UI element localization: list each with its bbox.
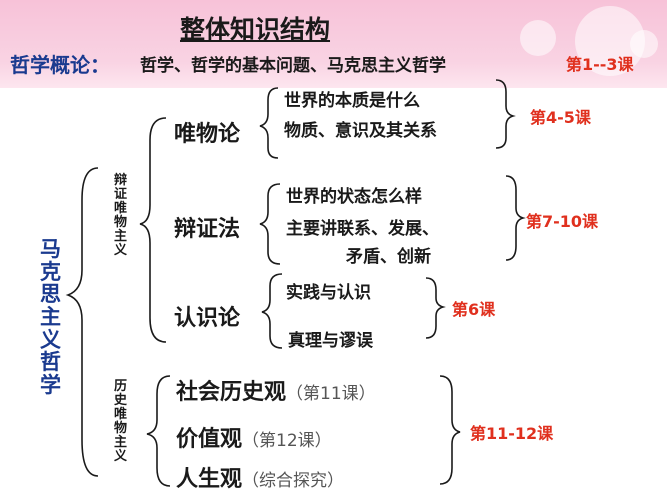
epistemology-items-brace [261,273,283,349]
branch-historical-char: 历 [114,379,128,394]
historical-item-3: 人生观（综合探究） [176,461,344,493]
materialism-item-2: 物质、意识及其关系 [284,121,437,141]
dialectics-item-1: 世界的状态怎么样 [286,187,422,207]
root-label-char: 主 [40,305,61,330]
branch-historical-char: 唯 [114,407,128,423]
dialectics-items-brace [259,183,281,265]
intro-text: 哲学、哲学的基本问题、马克思主义哲学 [140,56,446,76]
branch-historical-char: 物 [114,421,128,437]
dialectics-item-3: 矛盾、创新 [346,247,431,267]
root-label-char: 马 [40,237,61,261]
root-label-char: 义 [40,327,61,352]
historical-item-label: 人生观 [176,467,243,492]
dialectics-lesson: 第7-10课 [526,212,599,231]
materialism-item-1: 世界的本质是什么 [284,91,420,111]
branch-dialectical-label: 辩证唯物主义 [114,173,128,259]
branch-dialectical-char: 证 [114,187,128,203]
intro-label: 哲学概论： [10,53,110,77]
root-label-char: 克 [40,259,61,284]
root-brace [65,167,99,477]
root-label: 马克思主义哲学 [40,238,61,397]
historical-brace [146,375,171,487]
materialism-lesson-brace [495,79,516,149]
branch-dialectical-char: 辩 [114,173,128,188]
historical-item-2: 价值观（第12课） [176,421,332,453]
root-label-char: 思 [40,282,61,307]
historical-item-label: 社会历史观 [176,380,287,405]
historical-item-note: （第11课） [286,384,376,404]
branch-dialectical-char: 物 [114,215,128,231]
epistemology-item-1: 实践与认识 [286,283,371,303]
header-banner [0,0,667,88]
historical-item-note: （第12课） [242,431,332,451]
dialectics-item-2: 主要讲联系、发展、 [286,219,439,239]
epistemology-label: 认识论 [174,306,241,331]
materialism-items-brace [259,87,279,159]
dialectics-label: 辩证法 [174,217,241,242]
branch-historical-char: 主 [114,435,128,451]
decorative-flower [520,20,556,56]
epistemology-lesson-brace [425,277,446,339]
branch-dialectical-char: 唯 [114,201,128,217]
page-title: 整体知识结构 [180,15,331,44]
dialectical-brace [139,117,167,343]
historical-lesson: 第11-12课 [470,424,554,443]
historical-item-1: 社会历史观（第11课） [176,374,376,406]
historical-item-note: （综合探究） [242,471,345,491]
epistemology-item-2: 真理与谬误 [288,331,373,351]
branch-dialectical-char: 义 [114,243,128,259]
epistemology-lesson: 第6课 [452,300,496,319]
branch-historical-label: 历史唯物主义 [114,379,128,465]
decorative-flower [630,30,658,58]
intro-lesson: 第1--3课 [566,55,634,74]
materialism-lesson: 第4-5课 [530,108,591,127]
branch-historical-char: 史 [114,393,128,409]
materialism-label: 唯物论 [174,122,241,147]
root-label-char: 哲 [40,350,61,375]
historical-lesson-brace [439,375,461,485]
dialectics-lesson-brace [505,175,526,261]
root-label-char: 学 [40,373,61,398]
branch-dialectical-char: 主 [114,229,128,245]
branch-historical-char: 义 [114,449,128,465]
historical-item-label: 价值观 [176,427,243,452]
